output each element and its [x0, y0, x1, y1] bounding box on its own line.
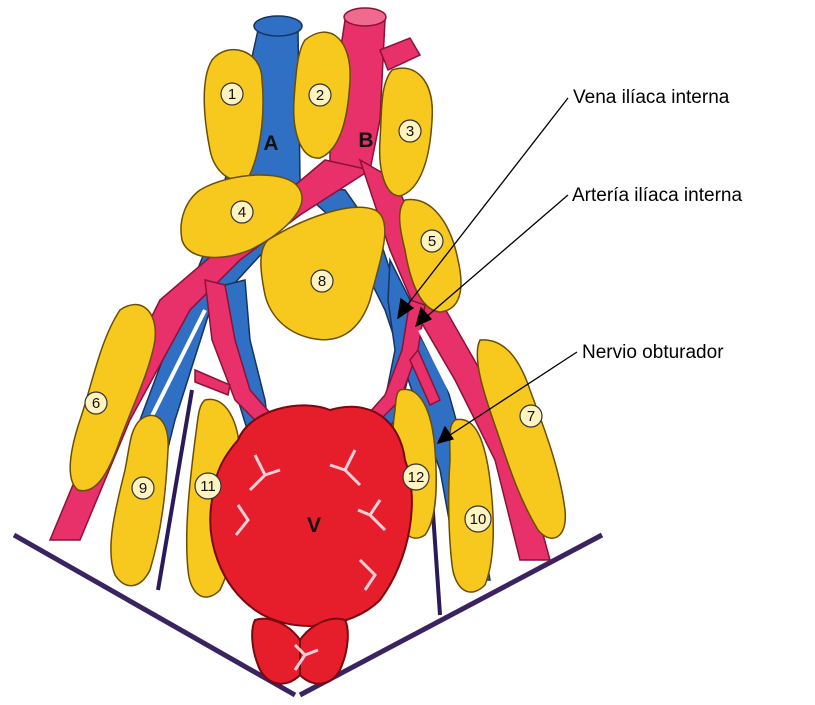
- svg-text:3: 3: [406, 123, 414, 140]
- svg-text:9: 9: [139, 480, 147, 497]
- aorta-opening: [344, 8, 386, 26]
- node-badge-11: 11: [195, 473, 221, 499]
- svg-text:12: 12: [408, 469, 425, 486]
- letter-a: A: [263, 132, 278, 155]
- node-10-shape: [449, 419, 494, 592]
- node-badge-4: 4: [231, 201, 253, 223]
- svg-text:8: 8: [318, 273, 326, 290]
- node-badge-9: 9: [132, 477, 154, 499]
- node-badge-1: 1: [221, 83, 243, 105]
- node-badge-7: 7: [520, 405, 542, 427]
- svg-text:5: 5: [428, 233, 436, 250]
- node-badge-2: 2: [309, 84, 331, 106]
- svg-text:2: 2: [316, 87, 324, 104]
- svg-text:11: 11: [200, 478, 216, 495]
- letter-b: B: [358, 129, 373, 152]
- node-badge-5: 5: [421, 230, 443, 252]
- aorta-branch: [380, 38, 420, 70]
- svg-text:4: 4: [238, 204, 246, 221]
- svg-text:10: 10: [470, 511, 487, 528]
- node-badge-3: 3: [399, 120, 421, 142]
- svg-text:6: 6: [92, 395, 100, 412]
- label-nervio-obturador: Nervio obturador: [582, 342, 724, 364]
- svg-text:1: 1: [228, 86, 236, 103]
- node-badge-12: 12: [403, 464, 429, 490]
- node-1-shape: [204, 50, 263, 181]
- label-arteria-iliaca-interna: Artería ilíaca interna: [572, 185, 742, 207]
- svg-text:7: 7: [527, 408, 535, 425]
- node-badge-6: 6: [85, 392, 107, 414]
- node-badge-8: 8: [311, 270, 333, 292]
- bladder: [210, 405, 412, 683]
- letter-v: V: [307, 514, 321, 537]
- label-vena-iliaca-interna: Vena ilíaca interna: [573, 87, 729, 109]
- vena-cava-opening: [254, 16, 302, 36]
- node-badge-10: 10: [465, 506, 491, 532]
